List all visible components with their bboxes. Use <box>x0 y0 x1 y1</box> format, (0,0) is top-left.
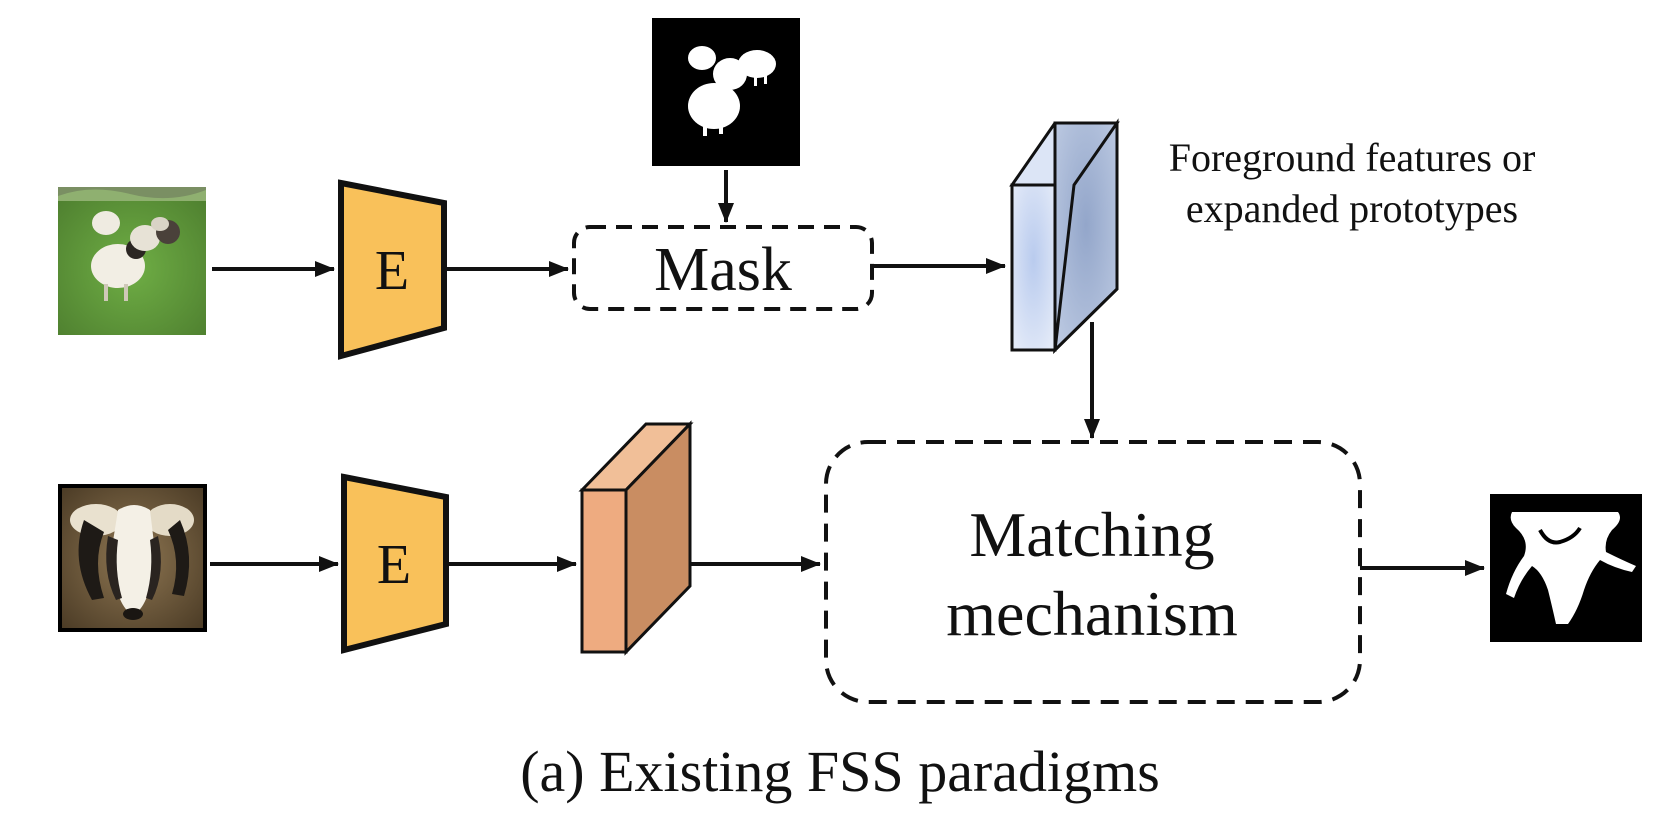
query-encoder-label: E <box>377 534 411 596</box>
support-encoder: E <box>338 179 447 360</box>
support-image <box>58 187 206 335</box>
mask-operation: Mask <box>572 225 874 311</box>
query-feature-map <box>578 420 694 656</box>
figure-caption: (a) Existing FSS paradigms <box>520 739 1160 804</box>
mask-operation-label: Mask <box>654 236 792 304</box>
feature-note-line1: Foreground features or <box>1169 135 1536 180</box>
arrows <box>210 170 1485 576</box>
support-feature-map <box>1009 118 1120 355</box>
support-encoder-label: E <box>375 240 409 302</box>
query-encoder: E <box>341 473 449 654</box>
support-mask <box>652 18 800 166</box>
feature-note-line2: expanded prototypes <box>1186 186 1518 231</box>
matching-label-line2: mechanism <box>946 578 1237 649</box>
query-image <box>58 484 207 632</box>
matching-label-line1: Matching <box>969 499 1214 570</box>
matching-mechanism: Matching mechanism <box>824 440 1362 704</box>
predicted-mask <box>1490 494 1642 642</box>
feature-note: Foreground features or expanded prototyp… <box>1169 135 1536 231</box>
